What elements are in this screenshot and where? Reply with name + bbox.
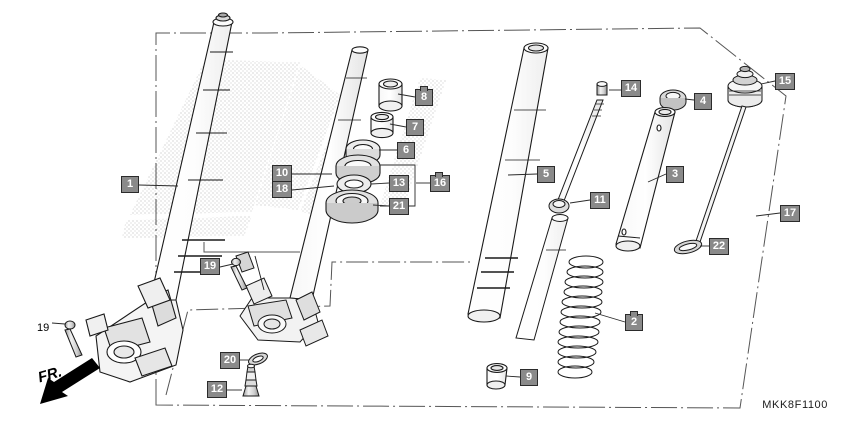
group-boundary-outer xyxy=(155,27,787,409)
callout-14[interactable]: 14 xyxy=(621,80,641,97)
callout-1[interactable]: 1 xyxy=(121,176,139,193)
leader-lines xyxy=(138,80,781,391)
callout-4[interactable]: 4 xyxy=(694,93,712,110)
callout-5[interactable]: 5 xyxy=(537,166,555,183)
callout-6[interactable]: 6 xyxy=(397,142,415,159)
part-17-push-rod xyxy=(695,105,747,251)
callout-8[interactable]: 8 xyxy=(415,86,433,106)
part-11-damper-rod xyxy=(515,99,604,341)
callout-16[interactable]: 16 xyxy=(430,172,450,192)
leader-19-left xyxy=(51,322,66,325)
group-boundary-small xyxy=(203,242,300,253)
callout-12[interactable]: 12 xyxy=(207,381,227,398)
part-7-bushing xyxy=(370,111,394,139)
diagram-code: MKK8F1100 xyxy=(762,399,828,411)
part-9-oil-lock-piece xyxy=(486,363,508,390)
callout-10[interactable]: 10 xyxy=(272,165,292,182)
callout-19[interactable]: 19 xyxy=(200,258,220,275)
part-20-washer xyxy=(248,352,268,366)
part-15-fork-cap-bolt xyxy=(727,65,763,108)
callout-9[interactable]: 9 xyxy=(520,369,538,386)
part-2-fork-spring xyxy=(557,255,604,379)
part-14-nut xyxy=(596,81,608,96)
callout-22[interactable]: 22 xyxy=(709,238,729,255)
callout-17[interactable]: 17 xyxy=(780,205,800,222)
bolt-19-inner xyxy=(230,257,248,291)
part-4-seal-ring xyxy=(659,89,687,111)
callout-2[interactable]: 2 xyxy=(625,311,643,331)
part-5-outer-tube xyxy=(467,42,549,323)
callout-20[interactable]: 20 xyxy=(220,352,240,369)
callout-15[interactable]: 15 xyxy=(775,73,795,90)
callout-11[interactable]: 11 xyxy=(590,192,610,209)
part-12-drain-bolt xyxy=(242,363,260,397)
part-21-seal-retainer xyxy=(325,189,379,224)
part-8-dust-seal xyxy=(378,78,403,112)
part-13-oil-seal xyxy=(335,154,381,194)
plain-label-19-left: 19 xyxy=(37,322,50,334)
callout-3[interactable]: 3 xyxy=(666,166,684,183)
callout-18[interactable]: 18 xyxy=(272,181,292,198)
callout-13[interactable]: 13 xyxy=(389,175,409,192)
callout-7[interactable]: 7 xyxy=(406,119,424,136)
callout-21[interactable]: 21 xyxy=(389,198,409,215)
part-3-cylinder xyxy=(615,107,676,252)
part-22-o-ring xyxy=(673,239,703,255)
bolt-19-left xyxy=(64,320,83,358)
part-1-fork-leg-assembly xyxy=(85,12,234,383)
fr-direction-arrow xyxy=(40,358,100,404)
part-10-18-lower-bracket xyxy=(235,251,329,347)
